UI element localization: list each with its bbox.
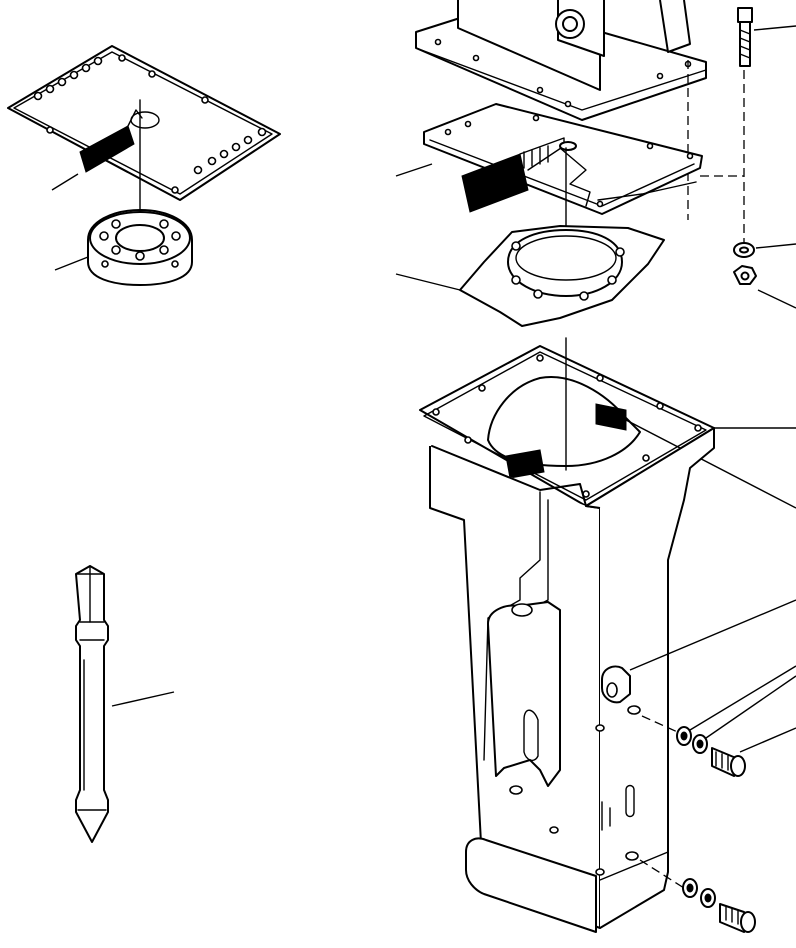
- side-bolts: [711, 727, 796, 933]
- lock-washers: [682, 665, 796, 908]
- front-head-collar: [54, 209, 193, 286]
- wear-plate: [395, 225, 665, 327]
- damper-block-small: [51, 109, 143, 191]
- nut-upper: [733, 265, 796, 309]
- washer-upper: [733, 242, 796, 258]
- upper-bolt: [737, 7, 796, 67]
- damper-blocks: [461, 137, 577, 213]
- adapter-plate-small: [7, 45, 281, 201]
- housing-body: [419, 337, 796, 933]
- top-damper-plate: [395, 103, 703, 215]
- bracket-mount: [415, 0, 707, 121]
- chisel-tool: [75, 565, 175, 843]
- side-bushing: [676, 726, 692, 746]
